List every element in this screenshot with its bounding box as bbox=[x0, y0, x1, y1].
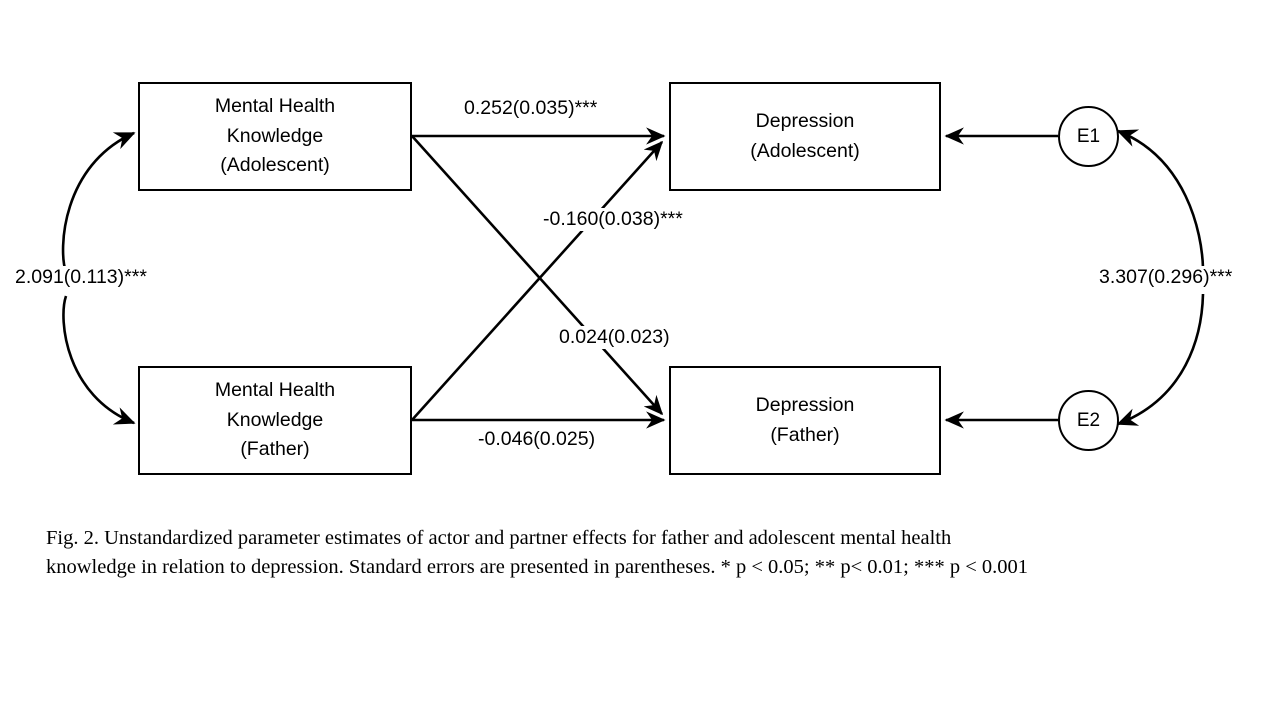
caption-line-1: Fig. 2. Unstandardized parameter estimat… bbox=[46, 527, 952, 549]
caption-line-2: knowledge in relation to depression. Sta… bbox=[46, 556, 1029, 579]
error-label: E2 bbox=[1076, 409, 1101, 431]
path-label-covariance-errors: 3.307(0.296)*** bbox=[1096, 266, 1236, 289]
path-curve-covariance-predictors-lower bbox=[62, 295, 136, 425]
figure-caption: Fig. 2. Unstandardized parameter estimat… bbox=[46, 524, 1246, 582]
node-label-line: (Adolescent) bbox=[750, 139, 860, 162]
node-mhk-adolescent: Mental Health Knowledge (Adolescent) bbox=[138, 82, 412, 191]
path-label-partner-adolescent-to-father: 0.024(0.023) bbox=[556, 326, 673, 349]
path-curve-covariance-errors-upper bbox=[1116, 129, 1205, 269]
path-label-actor-father: -0.046(0.025) bbox=[475, 428, 599, 451]
path-curve-covariance-errors-lower bbox=[1116, 293, 1205, 426]
node-mhk-father: Mental Health Knowledge (Father) bbox=[138, 366, 412, 475]
node-depression-adolescent: Depression (Adolescent) bbox=[669, 82, 941, 191]
node-depression-father: Depression (Father) bbox=[669, 366, 941, 475]
node-label-line: Mental Health bbox=[214, 94, 336, 117]
path-label-partner-father-to-adolescent: -0.160(0.038)*** bbox=[540, 208, 686, 231]
path-line-partner-adolescent-to-father bbox=[411, 135, 664, 416]
node-label-line: (Father) bbox=[770, 423, 840, 446]
node-label-line: Depression bbox=[755, 109, 855, 132]
node-error-e1: E1 bbox=[1058, 106, 1119, 167]
path-label-covariance-predictors: 2.091(0.113)*** bbox=[12, 266, 150, 289]
node-label-line: Mental Health bbox=[214, 378, 336, 401]
node-label-line: (Father) bbox=[240, 438, 310, 461]
path-label-actor-adolescent: 0.252(0.035)*** bbox=[461, 97, 601, 120]
error-label: E1 bbox=[1076, 125, 1101, 147]
path-curve-covariance-predictors bbox=[61, 131, 136, 273]
node-error-e2: E2 bbox=[1058, 390, 1119, 451]
node-label-line: (Adolescent) bbox=[220, 154, 330, 177]
node-label-line: Depression bbox=[755, 393, 855, 416]
path-line-partner-father-to-adolescent bbox=[411, 140, 664, 421]
node-label-line: Knowledge bbox=[226, 408, 324, 431]
node-label-line: Knowledge bbox=[226, 124, 324, 147]
